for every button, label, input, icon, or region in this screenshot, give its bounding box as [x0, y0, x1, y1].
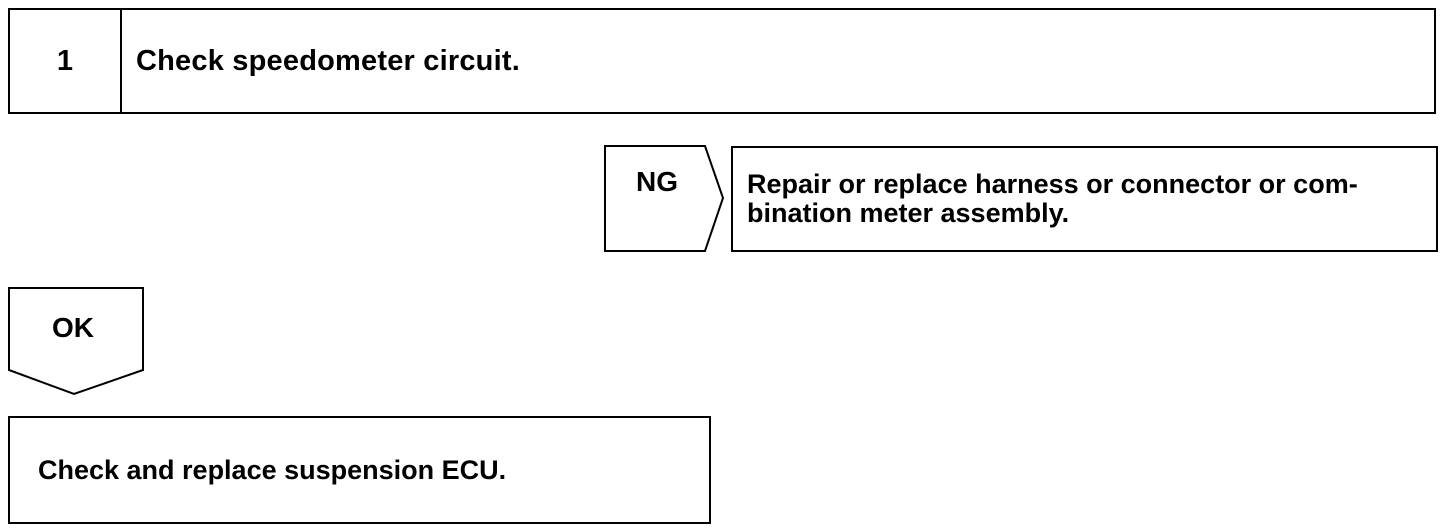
ok-arrow-shape — [8, 287, 144, 396]
step-box: 1 Check speedometer circuit. — [8, 8, 1436, 114]
final-step-box: Check and replace suspension ECU. — [8, 416, 711, 524]
ng-result-text: Repair or replace harness or connector o… — [747, 170, 1426, 228]
ng-result-box: Repair or replace harness or connector o… — [731, 146, 1438, 252]
ng-arrow-shape — [604, 145, 725, 252]
ng-label: NG — [636, 166, 678, 197]
ng-result-line-2: bination meter assembly. — [747, 198, 1070, 228]
ok-label: OK — [52, 312, 94, 343]
final-step-text: Check and replace suspension ECU. — [38, 454, 507, 485]
step-title: Check speedometer circuit. — [136, 44, 520, 77]
ng-result-line-1: Repair or replace harness or connector o… — [747, 169, 1358, 199]
step-number: 1 — [10, 10, 122, 112]
